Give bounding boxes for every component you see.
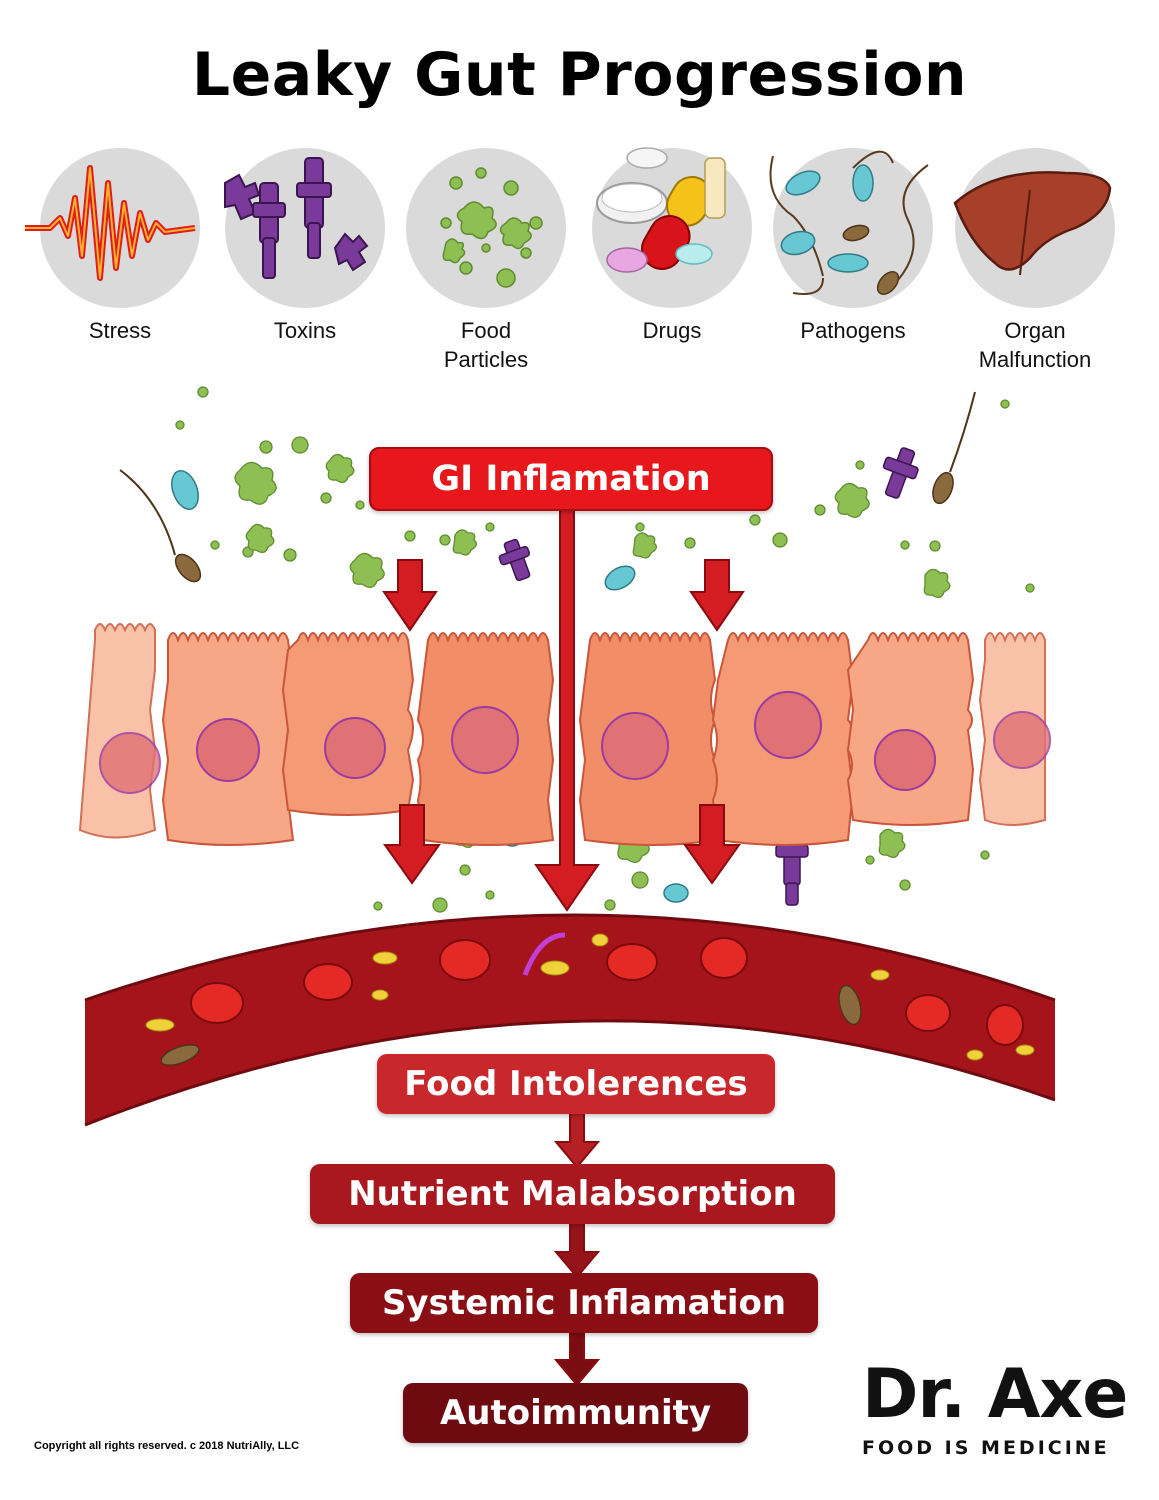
brand-tagline: FOOD IS MEDICINE [862, 1437, 1110, 1459]
cause-pathogens: Pathogens [768, 148, 938, 345]
cascade-step-4: Autoimmunity [403, 1383, 748, 1443]
parasite-worms [119, 391, 976, 583]
cause-stress: Stress [25, 148, 205, 345]
cascade-label: Autoimmunity [439, 1393, 712, 1433]
cause-label: Organ Malfunction [978, 318, 1092, 372]
pathogens-icon [769, 148, 933, 308]
gi-inflammation-box: GI Inflamation [369, 447, 773, 511]
cascade-arrows [553, 1111, 601, 1387]
cascade-label: Nutrient Malabsorption [348, 1174, 797, 1214]
cause-label: Drugs [642, 318, 702, 343]
cause-organ-malfunction: Organ Malfunction [950, 148, 1120, 374]
toxin-molecules [498, 447, 919, 906]
liver-icon [953, 148, 1115, 308]
pills-icon [592, 147, 752, 308]
blood-vessel [84, 913, 1056, 1127]
cascade-step-3: Systemic Inflamation [350, 1273, 818, 1333]
brand-logo: Dr. Axe FOOD IS MEDICINE [862, 1355, 1142, 1459]
stress-wave-icon [25, 148, 200, 308]
copyright-text: Copyright all rights reserved. c 2018 Nu… [34, 1440, 300, 1452]
cause-label: Stress [88, 318, 152, 343]
cascade-label: Systemic Inflamation [381, 1283, 787, 1323]
brand-name: Dr. Axe [862, 1355, 1128, 1434]
cause-drugs: Drugs [587, 147, 757, 345]
toxin-molecule-icon [224, 148, 385, 308]
leakage-arrows [382, 499, 745, 912]
food-particles-icon [406, 148, 566, 308]
cause-toxins: Toxins [220, 148, 390, 345]
cell-nuclei [99, 691, 1051, 794]
cascade-step-1: Food Intolerences [377, 1054, 775, 1114]
cascade-label: Food Intolerences [404, 1064, 748, 1104]
gi-inflammation-label: GI Inflamation [431, 459, 711, 499]
cause-label: Food Particles [443, 318, 529, 372]
cascade-step-2: Nutrient Malabsorption [310, 1164, 835, 1224]
cause-label: Toxins [273, 318, 337, 343]
cause-food-particles: Food Particles [401, 148, 571, 374]
cause-label: Pathogens [800, 318, 906, 343]
pathogen-bacteria [171, 470, 689, 903]
page-title: Leaky Gut Progression [191, 40, 968, 110]
